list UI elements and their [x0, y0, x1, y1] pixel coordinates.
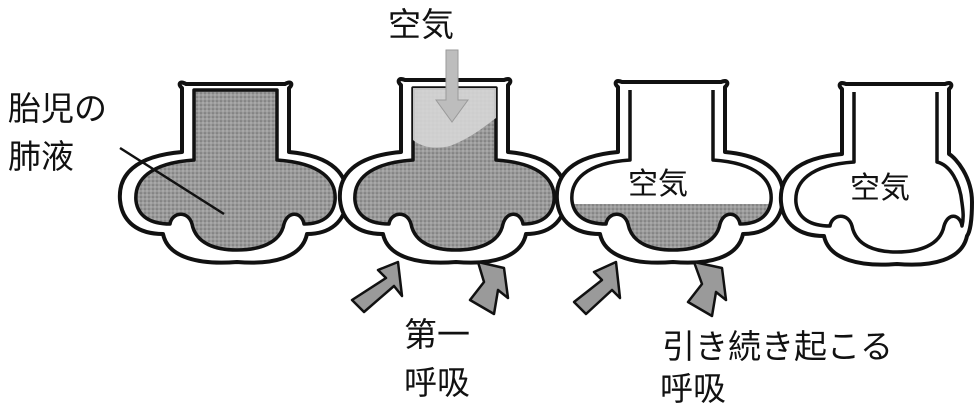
alveolus-fluid-filled — [120, 83, 347, 263]
fetal-lung-fluid-label-line1: 胎児の — [8, 92, 107, 125]
air-label-alveolus-3: 空気 — [628, 170, 688, 200]
fetal-lung-fluid-label-line2: 肺液 — [8, 140, 74, 173]
outflow-arrow-1-right — [470, 262, 508, 314]
continued-breath-label-line2: 呼吸 — [660, 372, 726, 405]
fluid-outflow-arrows — [352, 262, 726, 316]
first-breath-label-line2: 呼吸 — [404, 366, 470, 399]
continued-breath-label-line1: 引き続き起こる — [662, 330, 893, 363]
alveolus-first-breath — [340, 50, 566, 263]
outflow-arrow-1-left — [352, 262, 402, 312]
air-label-alveolus-4: 空気 — [850, 174, 910, 204]
outflow-arrow-2-left — [574, 262, 620, 314]
first-breath-label-line1: 第一 — [404, 318, 470, 351]
air-label-top: 空気 — [388, 8, 454, 41]
outflow-arrow-2-right — [688, 262, 726, 316]
